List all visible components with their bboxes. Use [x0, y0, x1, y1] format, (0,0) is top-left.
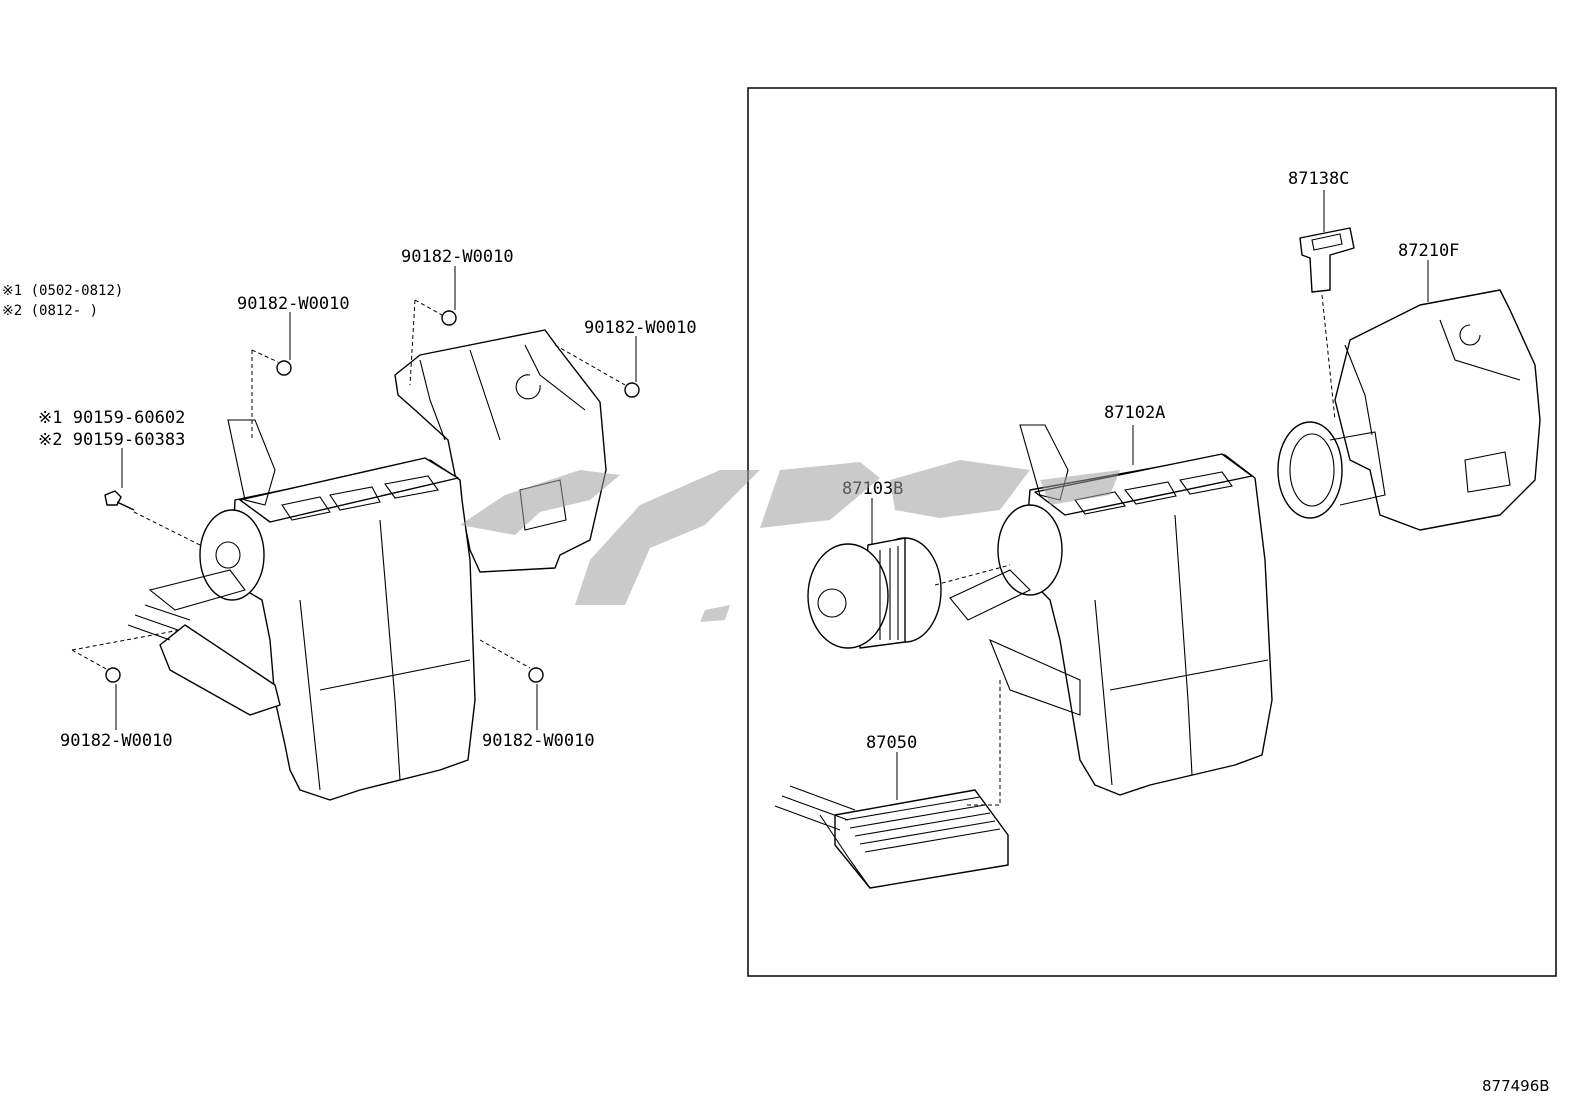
nut-icon [528, 667, 544, 683]
left-heater-housing [231, 459, 476, 801]
left-top-plate [239, 457, 459, 523]
left-blower-ring [199, 509, 265, 601]
nut-icon [276, 360, 292, 376]
blower-inlet-ring [1277, 421, 1343, 519]
label-nut-top-right: 90182-W0010 [584, 318, 697, 338]
heater-core [774, 785, 1009, 889]
left-fasteners [104, 310, 640, 683]
nut-icon [624, 382, 640, 398]
screw-icon [104, 490, 135, 511]
heater-unit [1024, 454, 1273, 796]
label-nut-top-center: 90182-W0010 [401, 247, 514, 267]
label-heater-unit: 87102A [1104, 403, 1165, 423]
label-nut-bottom-right: 90182-W0010 [482, 731, 595, 751]
left-heater-core [159, 624, 281, 716]
exploded-view-frame [747, 87, 1557, 977]
exploded-assembly: 87138C 87210F 87102A 87103B 87050 [774, 169, 1541, 889]
left-blower-case [394, 329, 607, 573]
blower-motor [807, 537, 942, 649]
label-nut-bottom-left: 90182-W0010 [60, 731, 173, 751]
label-nut-top-left: 90182-W0010 [237, 294, 350, 314]
left-assembly: 90182-W0010 90182-W0010 90182-W0010 ※1 9… [38, 247, 697, 801]
blower-resistor [1299, 227, 1355, 293]
watermark-logo [460, 460, 1120, 622]
notes-block: ※1 (0502-0812) ※2 (0812- ) [2, 283, 123, 319]
blower-case [1334, 289, 1541, 531]
diagram-reference-number: 877496B [1482, 1077, 1550, 1095]
nut-icon [441, 310, 457, 326]
note-2: ※2 (0812- ) [2, 303, 98, 319]
heater-unit-top-plate [1034, 453, 1253, 516]
label-screw-alt2: ※2 90159-60383 [38, 430, 185, 450]
note-1: ※1 (0502-0812) [2, 283, 123, 299]
label-resistor: 87138C [1288, 169, 1349, 189]
label-screw-alt1: ※1 90159-60602 [38, 408, 185, 428]
label-heater-core: 87050 [866, 733, 917, 753]
nut-icon [105, 667, 121, 683]
heater-unit-side-ring [997, 504, 1063, 596]
label-blower-case: 87210F [1398, 241, 1459, 261]
